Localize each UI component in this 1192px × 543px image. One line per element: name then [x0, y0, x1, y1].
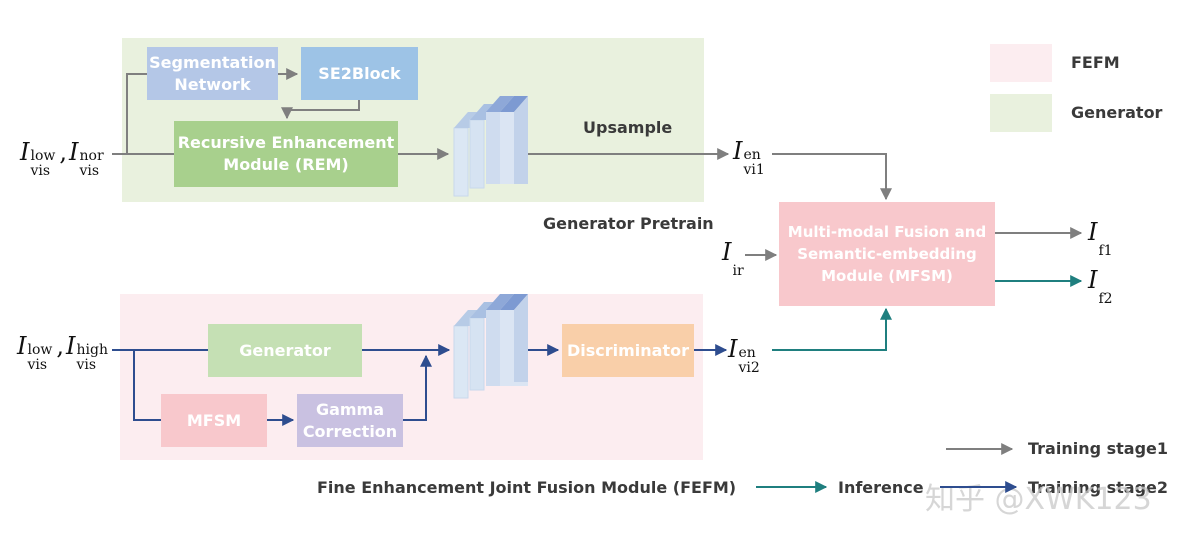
segmentation-network-block: Segmentation Network: [147, 47, 278, 100]
stage1-wires: [112, 68, 1083, 455]
generator-block: Generator: [208, 324, 362, 377]
mfsm-small-block: MFSM: [161, 394, 267, 447]
stage2-wires: [112, 344, 1018, 493]
gamma-correction-block: Gamma Correction: [297, 394, 403, 447]
legend-generator-label: Generator: [1071, 103, 1163, 122]
generator-pretrain-label: Generator Pretrain: [543, 214, 714, 233]
discriminator-block: Discriminator: [562, 324, 694, 377]
inference-wires: [756, 275, 1083, 493]
output-f1-math: I f1: [1088, 218, 1113, 259]
legend-fefm-label: FEFM: [1071, 53, 1120, 72]
feature-stack-top: [453, 96, 528, 197]
feature-stack-bottom: [453, 294, 528, 399]
legend-fefm-swatch: [990, 44, 1052, 82]
rem-block: Recursive Enhancement Module (REM): [174, 121, 398, 187]
mfsm-main-block: Multi-modal Fusion and Semantic-embeddin…: [779, 202, 995, 306]
fefm-label: Fine Enhancement Joint Fusion Module (FE…: [317, 478, 737, 497]
se2block-block: SE2Block: [301, 47, 418, 100]
upsample-label: Upsample: [583, 118, 673, 137]
legend-training-stage1-label: Training stage1: [1028, 439, 1169, 458]
legend-generator-swatch: [990, 94, 1052, 132]
output-f2-math: I f2: [1088, 266, 1113, 307]
legend-inference-label: Inference: [838, 478, 924, 497]
input-ir-math: I ir: [722, 238, 744, 279]
legend-training-stage2-label: Training stage2: [1028, 478, 1169, 497]
